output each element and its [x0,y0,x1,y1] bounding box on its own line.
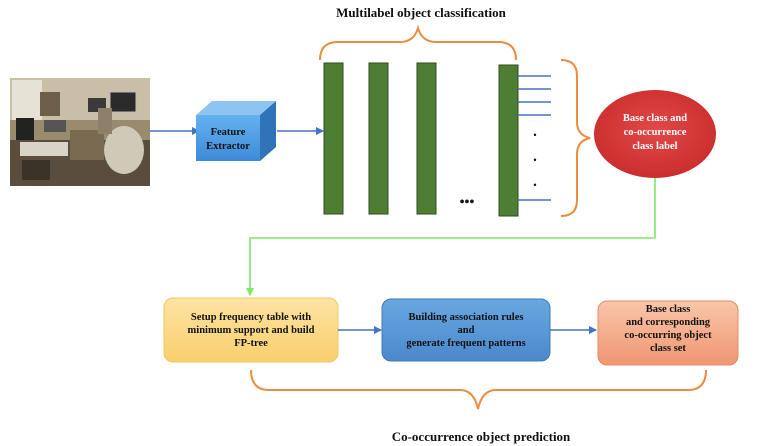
network-layer-1 [323,62,344,215]
feature-extractor-box [196,101,276,161]
class-label-ellipse [594,90,716,178]
class-label-text-3: class label [632,141,677,152]
output-class-set-box [597,300,739,366]
output-dot-2: • [533,155,536,165]
title-multilabel: Multilabel object classification [336,5,506,20]
top-brace [319,24,517,61]
output-text-4: class set [650,343,686,354]
network-layer-output [498,64,519,217]
output-text-3: co-occurring object [624,330,712,341]
network-layer-3 [416,62,437,215]
input-room-photo [10,78,150,186]
network-layer-2 [368,62,389,215]
output-dot-1: • [533,130,536,140]
association-text-3: generate frequent patterns [406,338,525,349]
frequency-text-1: Setup frequency table with [191,312,311,323]
frequency-text-2: minimum support and build [188,325,315,336]
arrow-label-to-frequency [246,178,656,296]
class-label-text-1: Base class and [623,113,687,124]
output-dot-3: • [533,180,536,190]
bottom-brace [250,369,707,410]
feature-extractor-label-2: Extractor [206,141,250,152]
right-brace [560,59,591,217]
class-label-text-2: co-occurrence [624,127,687,138]
association-text-1: Building association rules [409,312,524,323]
output-text-1: Base class [646,304,691,315]
feature-extractor-label-1: Feature [211,127,246,138]
layers-ellipsis: ••• [460,195,475,210]
title-co-occurrence: Co-occurrence object prediction [392,429,571,444]
output-text-2: and corresponding [626,317,711,328]
association-text-2: and [458,325,475,336]
frequency-text-3: FP-tree [234,338,268,349]
